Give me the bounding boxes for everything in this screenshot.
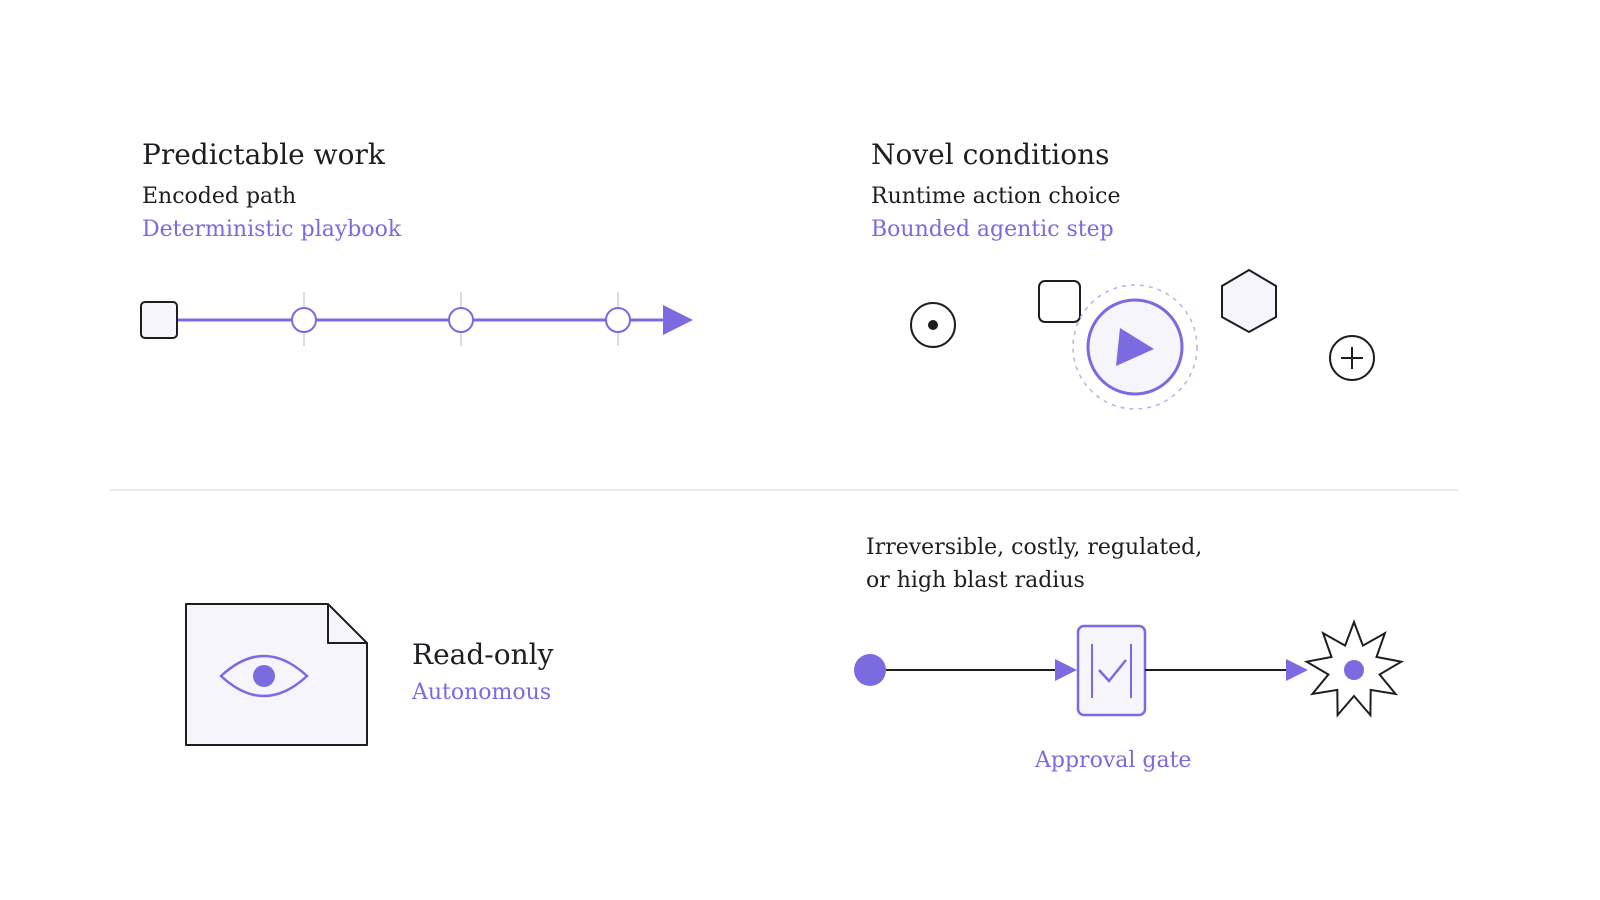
playbook-flow xyxy=(140,292,693,346)
novel-tag: Bounded agentic step xyxy=(871,217,1114,242)
approval-gate-label: Approval gate xyxy=(1035,748,1192,773)
square-icon xyxy=(1038,280,1081,323)
hexagon-icon xyxy=(1221,268,1277,334)
radio-dot-icon xyxy=(910,302,956,348)
burst-star-icon xyxy=(1303,619,1405,718)
start-dot-icon xyxy=(854,654,886,686)
document-icon xyxy=(185,603,368,746)
check-icon xyxy=(1098,659,1127,683)
readonly-title: Read-only xyxy=(412,638,554,671)
step-circle-icon xyxy=(605,307,631,333)
arrow-head-icon xyxy=(1055,659,1077,681)
gated-line-2: or high blast radius xyxy=(866,568,1085,593)
eye-icon xyxy=(219,654,309,698)
step-circle-icon xyxy=(291,307,317,333)
step-circle-icon xyxy=(448,307,474,333)
plus-circle-icon xyxy=(1329,335,1375,381)
novel-subtitle: Runtime action choice xyxy=(871,184,1121,209)
predictable-tag: Deterministic playbook xyxy=(142,217,402,242)
arrow-head-icon xyxy=(663,305,693,335)
approval-gate-icon xyxy=(1076,624,1147,717)
play-circle-icon xyxy=(1072,284,1198,410)
readonly-tag: Autonomous xyxy=(412,680,552,705)
agentic-options xyxy=(910,268,1375,410)
approval-flow xyxy=(854,619,1405,718)
novel-title: Novel conditions xyxy=(871,138,1110,171)
predictable-subtitle: Encoded path xyxy=(142,184,297,209)
predictable-title: Predictable work xyxy=(142,138,385,171)
gated-line-1: Irreversible, costly, regulated, xyxy=(866,535,1203,560)
start-square-icon xyxy=(140,301,178,339)
arrow-head-icon xyxy=(1286,659,1308,681)
